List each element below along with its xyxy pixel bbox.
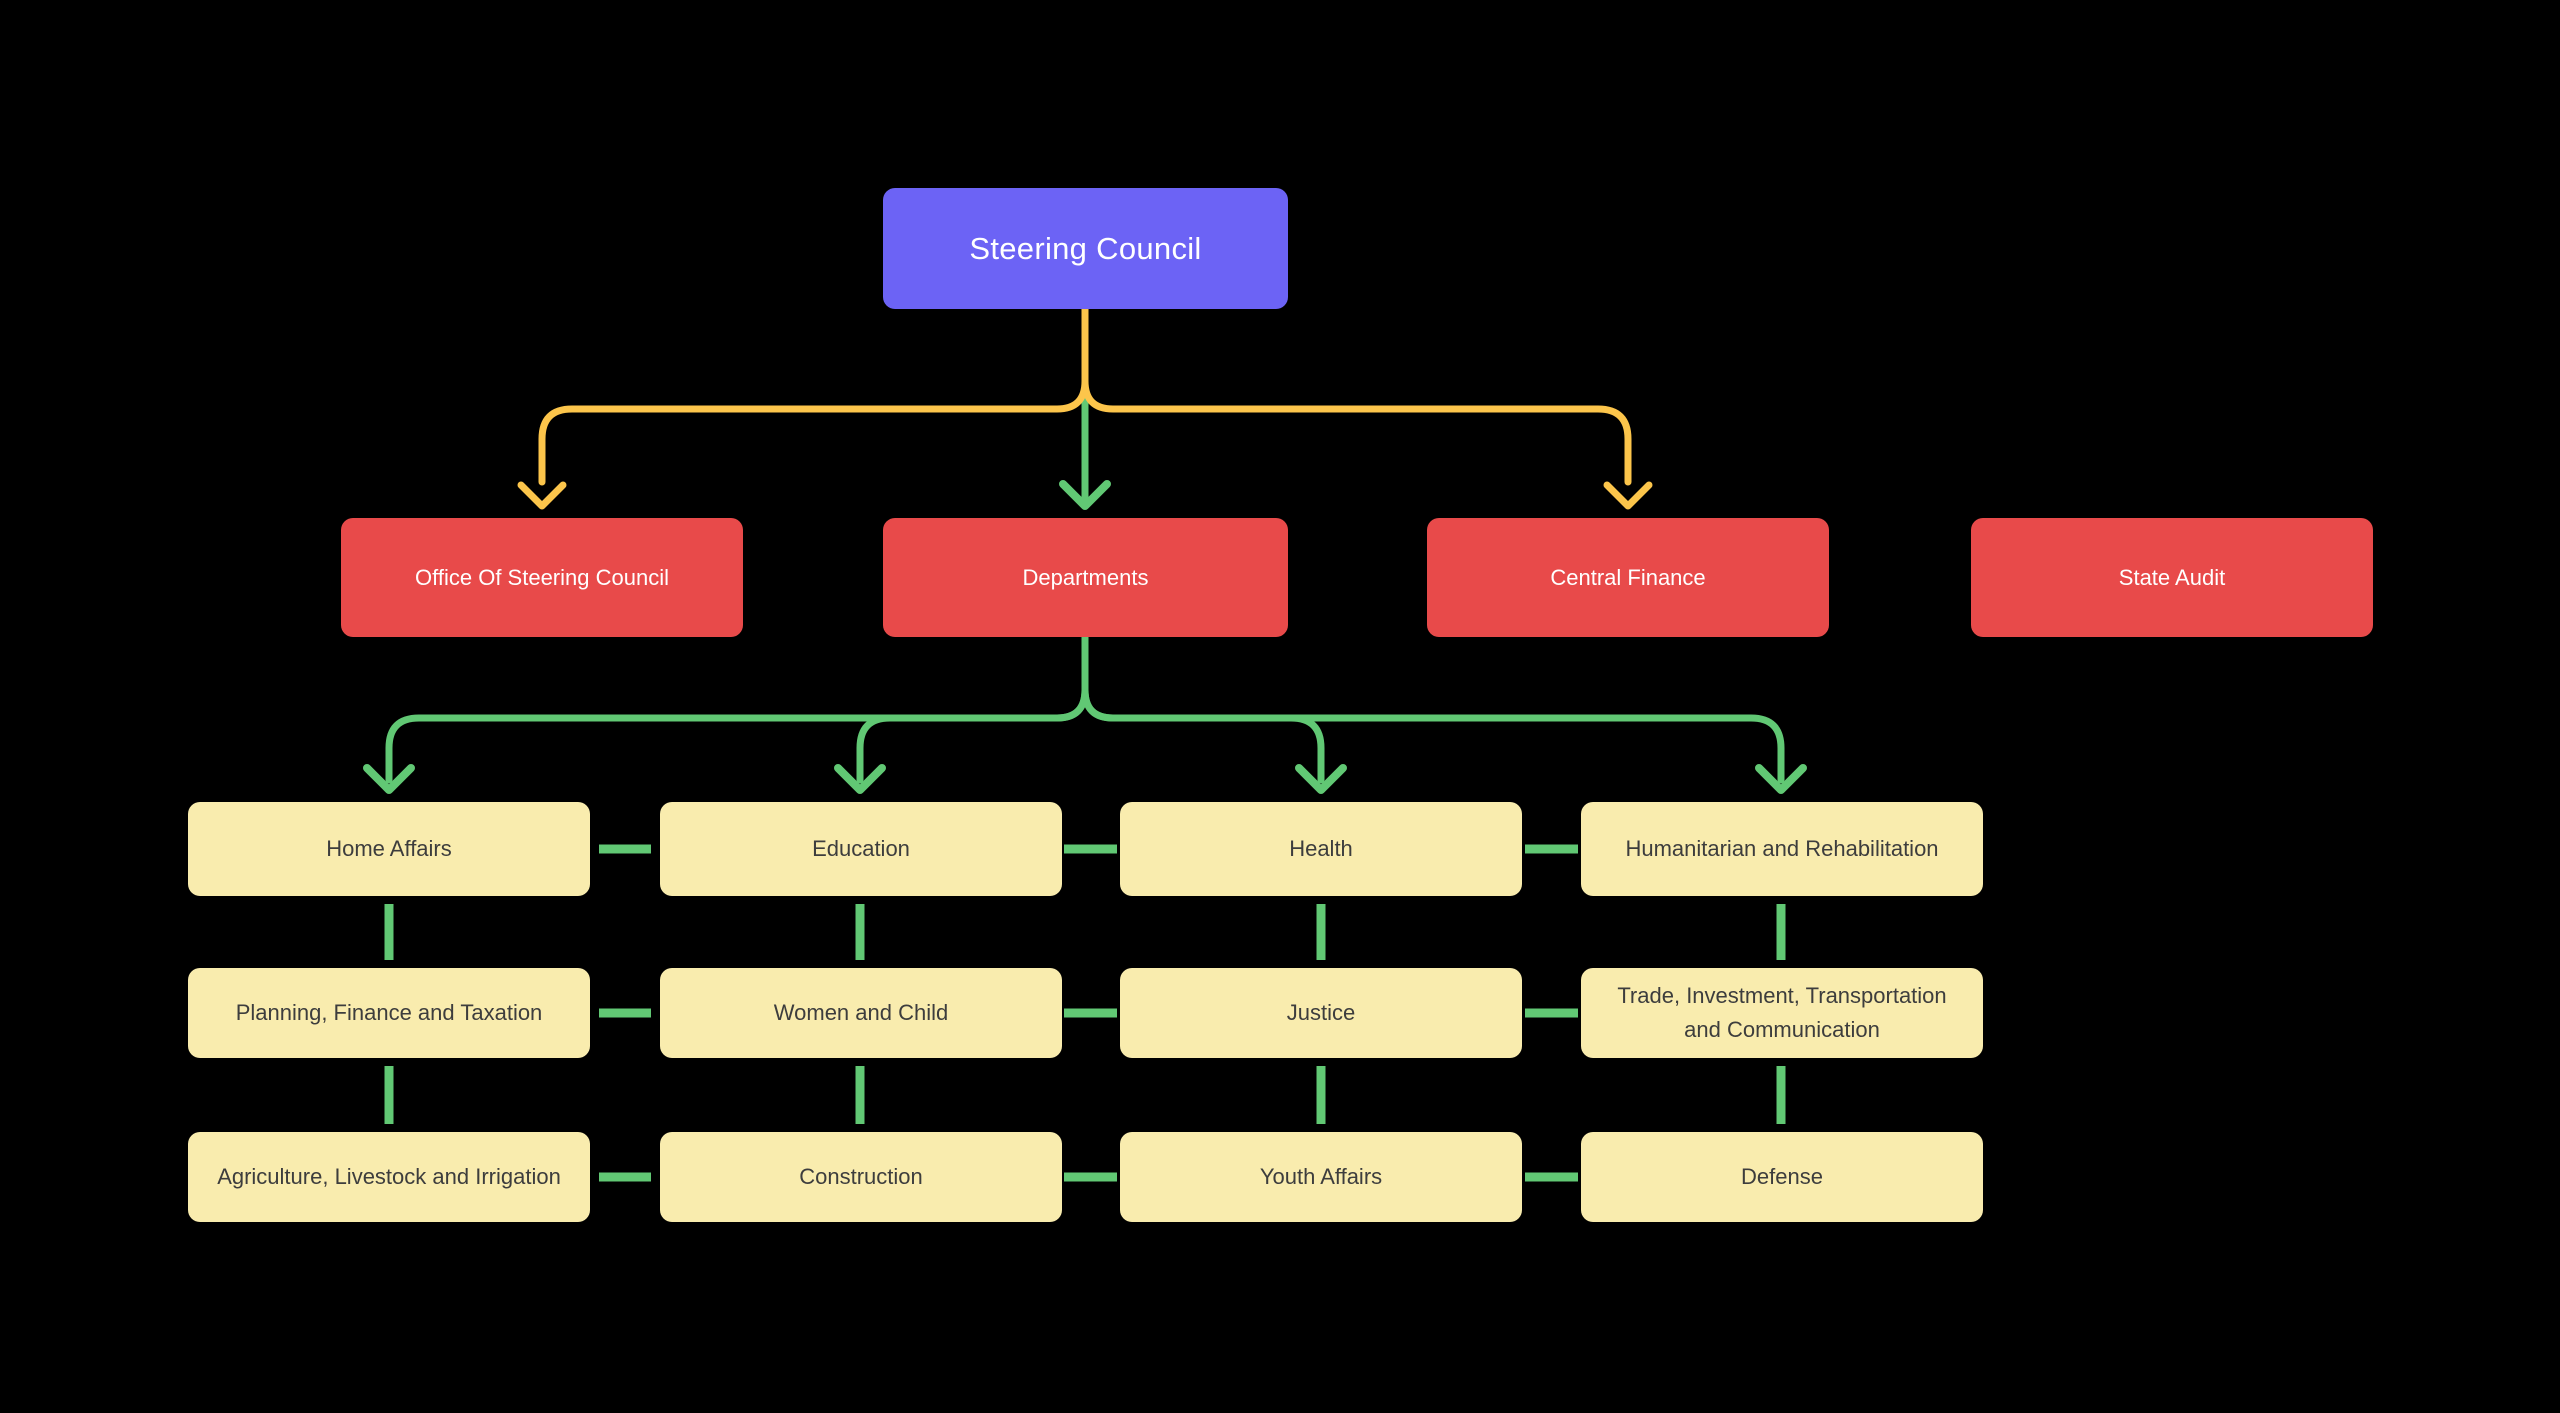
node-trade-investment-transportation-communication: Trade, Investment, Transportation and Co… (1581, 968, 1983, 1058)
node-label: Justice (1286, 1000, 1356, 1025)
node-steering-council: Steering Council (883, 188, 1288, 309)
edge-root-to-departments (1059, 384, 1111, 510)
arrowhead-home-affairs (363, 764, 415, 794)
arrowhead-humanitarian (1755, 764, 1807, 794)
arrowhead-central-finance (1603, 481, 1653, 510)
node-label: Construction (799, 1164, 923, 1189)
node-label: Humanitarian and Rehabilitation (1625, 836, 1939, 861)
node-state-audit: State Audit (1971, 518, 2373, 637)
node-departments: Departments (883, 518, 1288, 637)
grid-vertical-links (384, 904, 1786, 1124)
node-education: Education (660, 802, 1062, 896)
arrowhead-health (1295, 764, 1347, 794)
node-label: Central Finance (1550, 564, 1706, 590)
node-youth-affairs: Youth Affairs (1120, 1132, 1522, 1222)
node-women-and-child: Women and Child (660, 968, 1062, 1058)
edge-departments-to-education (834, 633, 1089, 794)
node-label: Youth Affairs (1259, 1164, 1383, 1189)
edge-departments-to-health (1081, 633, 1347, 794)
edge-departments-to-home-affairs (363, 633, 1089, 794)
arrowhead-departments (1059, 480, 1111, 510)
node-label: Women and Child (773, 1000, 949, 1025)
node-justice: Justice (1120, 968, 1522, 1058)
arrowhead-education (834, 764, 886, 794)
node-label: Trade, Investment, Transportation and Co… (1617, 983, 1947, 1042)
grid-horizontal-links (599, 844, 1578, 1182)
edge-root-to-office (517, 305, 1089, 510)
node-label: State Audit (2118, 564, 2226, 590)
node-label: Health (1289, 836, 1353, 861)
arrowhead-office (517, 481, 567, 510)
node-office-of-steering-council: Office Of Steering Council (341, 518, 743, 637)
node-label: Education (812, 836, 910, 861)
node-humanitarian-and-rehabilitation: Humanitarian and Rehabilitation (1581, 802, 1983, 896)
node-defense: Defense (1581, 1132, 1983, 1222)
node-label: Home Affairs (326, 836, 452, 861)
node-home-affairs: Home Affairs (188, 802, 590, 896)
node-planning-finance-and-taxation: Planning, Finance and Taxation (188, 968, 590, 1058)
node-label: Agriculture, Livestock and Irrigation (217, 1164, 561, 1189)
node-label: Departments (1022, 564, 1149, 590)
edge-departments-to-humanitarian (1081, 633, 1807, 794)
edge-root-to-central-finance (1081, 305, 1653, 510)
node-label: Planning, Finance and Taxation (235, 1000, 543, 1025)
node-health: Health (1120, 802, 1522, 896)
node-label: Steering Council (969, 230, 1202, 266)
node-agriculture-livestock-irrigation: Agriculture, Livestock and Irrigation (188, 1132, 590, 1222)
node-central-finance: Central Finance (1427, 518, 1829, 637)
node-label: Office Of Steering Council (415, 564, 669, 590)
node-label: Defense (1741, 1164, 1823, 1189)
node-construction: Construction (660, 1132, 1062, 1222)
